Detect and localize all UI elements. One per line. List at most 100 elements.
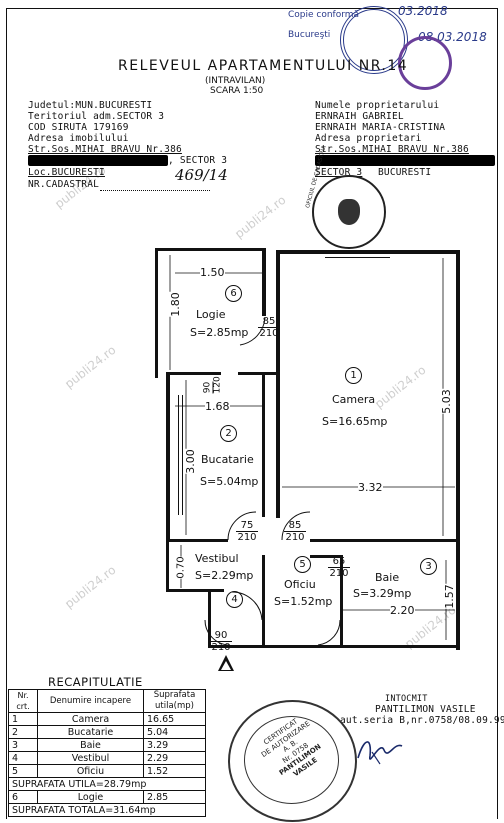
room-name: Logie (196, 308, 226, 321)
page-title: RELEVEUL APARTAMENTULUI NR.14 (118, 58, 409, 74)
room-area: S=3.29mp (353, 587, 412, 600)
room-number: 6 (225, 285, 242, 302)
table-header: Nr. crt. Denumire incapere Suprafata uti… (8, 689, 206, 713)
redaction-bar (315, 155, 495, 166)
intocmit-label: INTOCMIT (385, 694, 428, 704)
room-name: Vestibul (195, 552, 239, 565)
room-area: S=5.04mp (200, 475, 259, 488)
room-area: S=2.29mp (195, 569, 254, 582)
table-cell: 1 (8, 712, 38, 726)
authorization-stamp: CERTIFICAT DE AUTORIZARE A. B. Nr. 0758 … (228, 700, 357, 822)
owner-adresa-label: Adresa proprietari (315, 133, 422, 144)
info-teritoriu: Teritoriul adm.SECTOR 3 (28, 111, 165, 122)
redaction-bar (28, 155, 168, 166)
owner-2: ERNRAIH MARIA-CRISTINA (315, 122, 446, 133)
table-cell: 6 (8, 790, 38, 804)
table-cell: Logie (37, 790, 144, 804)
owner-sector: SECTOR 3 (315, 167, 363, 178)
table-row: SUPRAFATA UTILA=28.79mp (8, 777, 206, 791)
round-stamp (398, 36, 452, 90)
stamp-text: Copie conformă (288, 10, 360, 20)
dim-camera-width: 3.32 (358, 481, 383, 494)
table-cell: 4 (8, 751, 38, 765)
table-cell: 2 (8, 725, 38, 739)
stamp-date: 03.2018 (398, 4, 448, 18)
room-area: S=16.65mp (322, 415, 388, 428)
subtitle: (INTRAVILAN) (205, 76, 266, 86)
room-name: Baie (375, 571, 400, 584)
info-strada: Str.Sos.MIHAI BRAVU Nr.386 (28, 144, 182, 155)
owner-strada: Str.Sos.MIHAI BRAVU Nr.386 (315, 144, 469, 155)
table-cell: 3.29 (143, 738, 206, 752)
dim-logie-width: 1.50 (200, 266, 225, 279)
owner-label: Numele proprietarului (315, 100, 440, 111)
dim-baie-height: 1.57 (442, 584, 456, 609)
scale-label: SCARA 1:50 (210, 86, 264, 96)
dim-bucatarie-height: 3.00 (183, 449, 197, 474)
dim-bucatarie-width: 1.68 (205, 400, 230, 413)
room-name: Oficiu (284, 578, 316, 591)
room-name: Camera (332, 393, 376, 406)
room-number: 1 (345, 367, 362, 384)
table-cell: 2.29 (143, 751, 206, 765)
cadastral-stamp: OFICIUL DE CADASTRU (305, 146, 386, 249)
cad-value: 469/14 (175, 166, 228, 184)
table-cell: Bucatarie (37, 725, 144, 739)
room-number: 4 (226, 591, 243, 608)
info-nr-cadastral: NR.CADASTRAL (28, 179, 100, 190)
owner-loc: BUCURESTI (378, 167, 432, 178)
table-cell: 16.65 (143, 712, 206, 726)
table-cell: Camera (37, 712, 144, 726)
round-stamp (340, 6, 408, 74)
recap-table: Nr. crt. Denumire incapere Suprafata uti… (8, 689, 206, 817)
table-row: SUPRAFATA TOTALA=31.64mp (8, 803, 206, 817)
table-cell: 2.85 (143, 790, 206, 804)
room-number: 2 (220, 425, 237, 442)
room-number: 3 (420, 558, 437, 575)
page-frame (6, 8, 498, 819)
table-cell: 1.52 (143, 764, 206, 778)
table-cell: Oficiu (37, 764, 144, 778)
table-header-cell: Denumire incapere (37, 689, 144, 713)
owner-1: ERNRAIH GABRIEL (315, 111, 404, 122)
table-header-cell: Suprafata utila(mp) (143, 689, 206, 713)
stamp-text: Bucureşti (288, 30, 331, 40)
room-area: S=2.85mp (190, 326, 249, 339)
underline (100, 190, 210, 191)
table-cell: 5.04 (143, 725, 206, 739)
table-cell: 3 (8, 738, 38, 752)
dim-baie-width: 2.20 (390, 604, 415, 617)
dim-logie-height: 1.80 (168, 292, 182, 317)
table-cell: 5 (8, 764, 38, 778)
info-adresa-label: Adresa imobilului (28, 133, 129, 144)
info-sector: , SECTOR 3 (168, 155, 228, 166)
total-utila: SUPRAFATA UTILA=28.79mp (8, 777, 206, 791)
dim-camera-height: 5.03 (439, 389, 453, 414)
table-cell: Baie (37, 738, 144, 752)
info-judet: Judetul:MUN.BUCURESTI (28, 100, 153, 111)
info-cod: COD SIRUTA 179169 (28, 122, 129, 133)
table-header-cell: Nr. crt. (8, 689, 38, 713)
info-loc: Loc.BUCURESTI (28, 167, 105, 178)
intocmit-name: PANTILIMON VASILE (375, 704, 476, 715)
room-area: S=1.52mp (274, 595, 333, 608)
recap-title: RECAPITULATIE (48, 675, 143, 689)
signature (357, 741, 403, 765)
total-suprafata: SUPRAFATA TOTALA=31.64mp (8, 803, 206, 817)
intocmit-aut: aut.seria B,nr.0758/08.09.99 (340, 715, 504, 726)
room-number: 5 (294, 556, 311, 573)
room-name: Bucatarie (201, 453, 254, 466)
dim-vestibul-height: 0.70 (175, 556, 187, 579)
